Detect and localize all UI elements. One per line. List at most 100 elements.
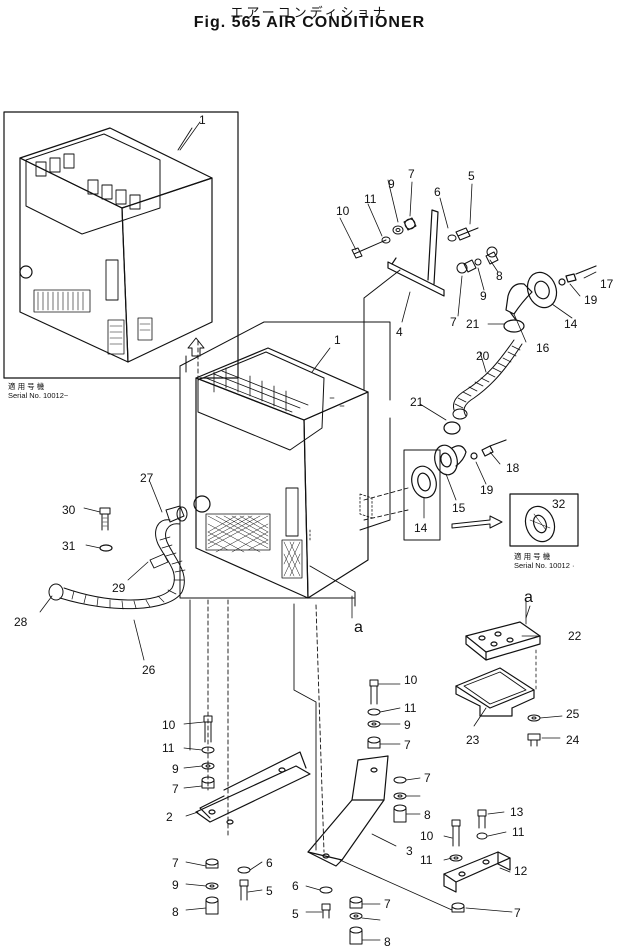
callout-24: 24: [566, 733, 580, 747]
inset-frame: [3, 111, 239, 379]
callout-8: 8: [172, 905, 179, 919]
frame-23: [455, 667, 535, 717]
callout-21: 21: [410, 395, 424, 409]
callout-9: 9: [172, 762, 179, 776]
callout-8: 8: [384, 935, 391, 949]
callout-21: 21: [466, 317, 480, 331]
callout-14: 14: [564, 317, 578, 331]
callout-7: 7: [408, 167, 415, 181]
stack-right: [339, 809, 488, 913]
bracket-4: [387, 209, 445, 297]
callout-6: 6: [434, 185, 441, 199]
callout-8: 8: [496, 269, 503, 283]
callout-7: 7: [424, 771, 431, 785]
inset-label-jp: 適 用 号 機: [8, 382, 45, 391]
hose-20: [452, 339, 523, 420]
hose-clamp-21-lower: [443, 421, 461, 435]
callout-11: 11: [420, 853, 433, 867]
callout-9: 9: [172, 878, 179, 892]
callout-1: 1: [334, 333, 341, 347]
hose-26: [48, 505, 188, 610]
callout-1: 1: [199, 113, 206, 127]
callout-29: 29: [112, 581, 126, 595]
inset-32: [509, 493, 579, 547]
callout-12: 12: [514, 864, 528, 878]
callout-7: 7: [172, 782, 179, 796]
stack-center-lower: [319, 886, 363, 945]
callout-5: 5: [468, 169, 475, 183]
callout-26: 26: [142, 663, 156, 677]
duct-outlet-upper: [505, 265, 597, 321]
main-unit-drawing: [193, 347, 373, 599]
bracket-2: [195, 751, 311, 825]
inset-serial: Serial No. 10012~: [8, 391, 69, 400]
callout-25: 25: [566, 707, 580, 721]
title-japanese: エアーコンディショナ: [230, 5, 389, 20]
washer-31: [99, 544, 113, 552]
callout-9: 9: [404, 718, 411, 732]
stack-left-lower: [205, 858, 251, 915]
callout-8: 8: [424, 808, 431, 822]
callout-27: 27: [140, 471, 154, 485]
bolt-30: [99, 507, 111, 531]
callout-16: 16: [536, 341, 550, 355]
callout-11: 11: [162, 741, 175, 755]
callout-19: 19: [480, 483, 494, 497]
callout-14: 14: [414, 521, 428, 535]
inset2-serial: Serial No. 10012 ·: [514, 561, 575, 570]
stack-left-upper: [201, 715, 215, 789]
inset2-label-jp: 適 用 号 機: [514, 552, 551, 561]
callout-10: 10: [420, 829, 434, 843]
callout-5: 5: [292, 907, 299, 921]
callout-3: 3: [406, 844, 413, 858]
callout-9: 9: [388, 177, 395, 191]
callout-18: 18: [506, 461, 520, 475]
hose-clamp-21-upper: [503, 319, 525, 333]
callout-10: 10: [162, 718, 176, 732]
callout-23: 23: [466, 733, 480, 747]
bracket-12: [443, 851, 511, 893]
callout-30: 30: [62, 503, 76, 517]
assembly-frame-lines: [179, 269, 401, 607]
callout-6: 6: [266, 856, 273, 870]
callout-a: a: [354, 619, 363, 636]
duct-outlet-lower: [434, 439, 507, 476]
callout-7: 7: [384, 897, 391, 911]
figure-title: Fig. 565 AIR CONDITIONER: [193, 14, 426, 31]
arrow-to-inset: [451, 515, 503, 529]
callout-15: 15: [452, 501, 466, 515]
callout-20: 20: [476, 349, 490, 363]
callout-7: 7: [450, 315, 457, 329]
callout-11: 11: [364, 192, 377, 206]
callout-13: 13: [510, 805, 524, 819]
callout-22: 22: [568, 629, 582, 643]
callout-2: 2: [166, 810, 173, 824]
callout-a: a: [524, 589, 533, 606]
callout-17: 17: [600, 277, 614, 291]
inset-applicability-note: 適 用 号 機 Serial No. 10012~: [8, 382, 68, 400]
callout-28: 28: [14, 615, 28, 629]
inset2-applicability-note: 適 用 号 機 Serial No. 10012 ·: [514, 552, 574, 570]
callout-9: 9: [480, 289, 487, 303]
connection-lines: [189, 599, 317, 851]
plate-22: [465, 599, 541, 691]
stack-center-upper: [367, 679, 407, 823]
callout-10: 10: [404, 673, 418, 687]
callout-5: 5: [266, 884, 273, 898]
bracket-3: [307, 755, 389, 867]
callout-11: 11: [404, 701, 417, 715]
callout-10: 10: [336, 204, 350, 218]
callout-31: 31: [62, 539, 76, 553]
callout-11: 11: [512, 825, 525, 839]
callout-32: 32: [552, 497, 566, 511]
hardware-upper: [351, 217, 499, 274]
inset-unit-drawing: [19, 127, 213, 363]
callout-7: 7: [514, 906, 521, 920]
callout-4: 4: [396, 325, 403, 339]
gasket-14-lower: [403, 449, 441, 541]
callout-leaders: [39, 121, 597, 941]
callout-7: 7: [172, 856, 179, 870]
hardware-24-25: [527, 714, 541, 747]
